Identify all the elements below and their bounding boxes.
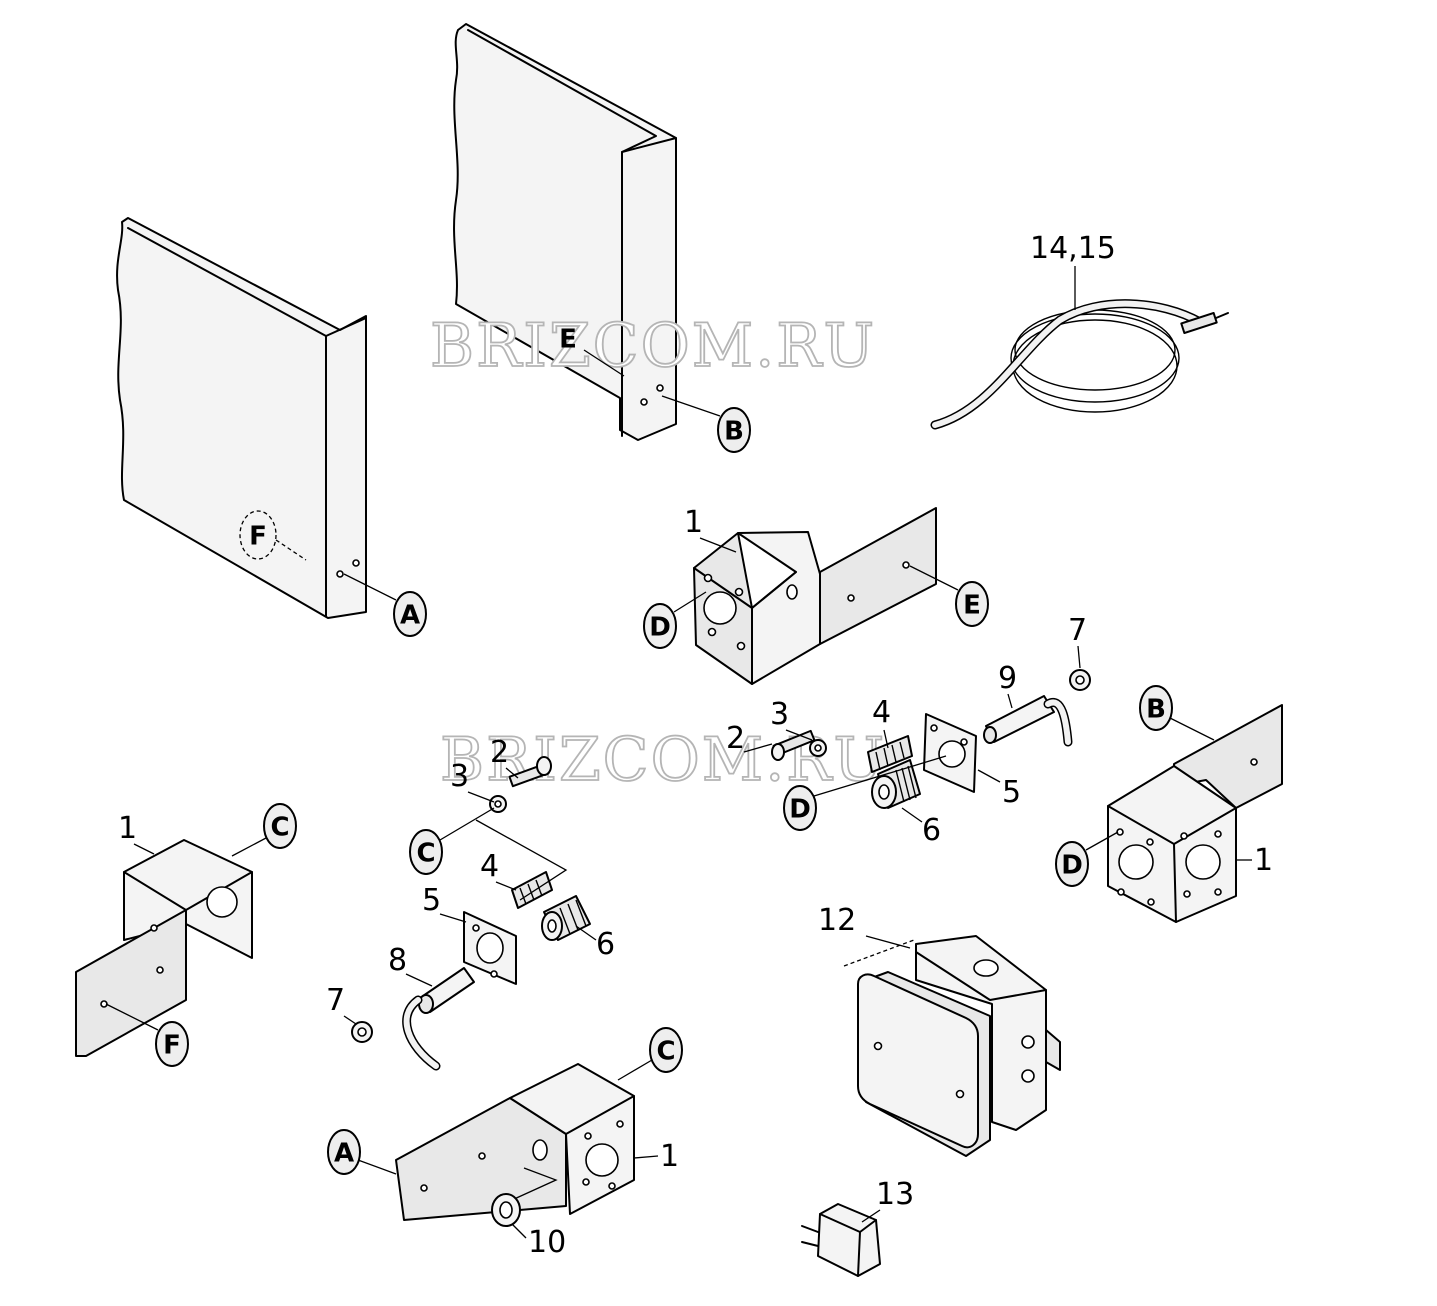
callout-12: 12 xyxy=(818,903,856,938)
letter-f-left-door: F xyxy=(249,522,267,552)
right-door-panel xyxy=(453,23,677,441)
letter-d-top-bracket: D xyxy=(643,591,707,649)
switch-assembly-center xyxy=(771,669,1091,809)
svg-text:C: C xyxy=(270,813,289,843)
letter-b-right-bracket: B xyxy=(1139,685,1215,741)
bracket-right xyxy=(1107,704,1283,923)
callout-5-center: 5 xyxy=(1002,775,1021,810)
svg-text:E: E xyxy=(963,591,981,621)
callout-3-left: 3 xyxy=(450,759,469,794)
callout-1-top: 1 xyxy=(684,505,703,540)
callout-6-center: 6 xyxy=(922,813,941,848)
callout-3-center: 3 xyxy=(770,697,789,732)
letter-e-right-door: E xyxy=(559,325,625,377)
letter-d-right-bracket: D xyxy=(1055,831,1119,887)
callout-10: 10 xyxy=(528,1225,566,1260)
svg-text:A: A xyxy=(400,601,420,631)
letter-e-top-bracket: E xyxy=(909,565,989,627)
switch-assembly-left xyxy=(351,756,591,1071)
left-door-panel xyxy=(116,217,367,619)
callout-1-right: 1 xyxy=(1254,843,1273,878)
svg-text:C: C xyxy=(416,839,435,869)
letter-c-left-assembly: C xyxy=(409,807,495,875)
letter-b-right-door: B xyxy=(661,395,751,453)
watermark-top: BRIZCOM.RU xyxy=(430,311,876,381)
callout-14-15: 14,15 xyxy=(1030,231,1116,266)
junction-box-12 xyxy=(843,935,1061,1157)
letter-a-left-door: A xyxy=(343,573,427,637)
callout-2-center: 2 xyxy=(726,721,745,756)
letter-f-left-bracket: F xyxy=(105,1003,189,1067)
bracket-left xyxy=(75,839,253,1057)
callout-2-left: 2 xyxy=(490,735,509,770)
svg-text:E: E xyxy=(559,325,577,355)
svg-text:C: C xyxy=(656,1037,675,1067)
callout-4-center: 4 xyxy=(872,695,891,730)
callout-5-left: 5 xyxy=(422,883,441,918)
svg-text:F: F xyxy=(163,1031,181,1061)
callout-4-left: 4 xyxy=(480,849,499,884)
svg-text:B: B xyxy=(724,417,744,447)
svg-text:B: B xyxy=(1146,695,1166,725)
svg-text:A: A xyxy=(334,1139,354,1169)
callout-9: 9 xyxy=(998,661,1017,696)
letter-c-left-bracket: C xyxy=(231,803,297,857)
grommet-10 xyxy=(491,1193,521,1227)
relay-13 xyxy=(801,1203,881,1277)
callout-13: 13 xyxy=(876,1177,914,1212)
letter-c-bottom-bracket: C xyxy=(617,1027,683,1081)
callout-8: 8 xyxy=(388,943,407,978)
callout-6-left: 6 xyxy=(596,927,615,962)
coiled-cable xyxy=(930,266,1229,430)
letter-d-center-assembly: D xyxy=(783,755,947,831)
svg-text:D: D xyxy=(649,613,671,643)
letter-a-bottom-bracket: A xyxy=(327,1129,397,1175)
svg-text:F: F xyxy=(249,522,267,552)
bracket-top-center xyxy=(693,507,937,685)
callout-1-bottom: 1 xyxy=(660,1139,679,1174)
bracket-bottom-center xyxy=(395,1063,635,1221)
callout-1-left: 1 xyxy=(118,811,137,846)
hidden-point-f-outline xyxy=(239,510,277,560)
svg-text:D: D xyxy=(789,795,811,825)
svg-text:D: D xyxy=(1061,851,1083,881)
callout-7-center: 7 xyxy=(1068,613,1087,648)
callout-7-left: 7 xyxy=(326,983,345,1018)
